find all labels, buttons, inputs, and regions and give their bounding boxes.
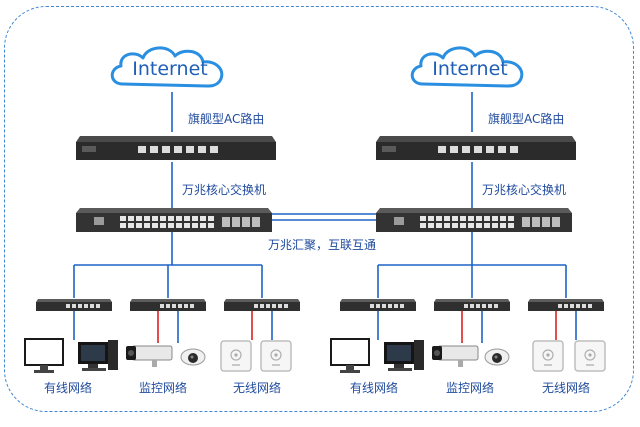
dome-camera-left-icon	[180, 348, 206, 366]
wireless-ap-left-b-icon	[260, 340, 292, 372]
site-boundary-frame	[4, 6, 634, 412]
wireless-ap-left-a-icon	[220, 340, 252, 372]
interconnect-label: 万兆汇聚，互联互通	[268, 238, 377, 252]
monitor-right-icon	[330, 338, 370, 373]
internet-cloud-left-icon	[110, 46, 224, 88]
group-label-wifi-right: 无线网络	[542, 381, 591, 395]
router-label-left: 旗舰型AC路由	[188, 112, 265, 126]
core-switch-right-icon	[376, 208, 572, 232]
wireless-ap-right-b-icon	[574, 340, 606, 372]
wireless-ap-right-a-icon	[532, 340, 564, 372]
internet-label-left: Internet	[132, 58, 208, 80]
ac-router-right-icon	[376, 136, 576, 160]
access-switch-wired-right-icon	[340, 299, 416, 311]
router-label-right: 旗舰型AC路由	[488, 112, 565, 126]
core-switch-label-right: 万兆核心交换机	[482, 183, 567, 197]
internet-label-right: Internet	[432, 58, 508, 80]
desktop-pc-left-icon	[78, 340, 118, 371]
access-switch-cctv-right-icon	[434, 299, 510, 311]
access-switch-wired-left-icon	[36, 299, 112, 311]
group-label-cctv-right: 监控网络	[446, 381, 495, 395]
access-switch-wifi-right-icon	[528, 299, 604, 311]
group-label-wired-right: 有线网络	[350, 381, 399, 395]
core-switch-label-left: 万兆核心交换机	[182, 183, 267, 197]
desktop-pc-right-icon	[384, 340, 424, 371]
group-label-cctv-left: 监控网络	[139, 381, 188, 395]
core-switch-left-icon	[76, 208, 272, 232]
ac-router-left-icon	[76, 136, 276, 160]
group-label-wifi-left: 无线网络	[233, 381, 282, 395]
group-label-wired-left: 有线网络	[44, 381, 93, 395]
bullet-camera-left-icon	[126, 345, 173, 367]
bullet-camera-right-icon	[432, 345, 479, 367]
access-switch-wifi-left-icon	[224, 299, 300, 311]
dome-camera-right-icon	[484, 348, 510, 366]
access-switch-cctv-left-icon	[130, 299, 206, 311]
internet-cloud-right-icon	[410, 46, 524, 88]
monitor-left-icon	[24, 338, 64, 373]
